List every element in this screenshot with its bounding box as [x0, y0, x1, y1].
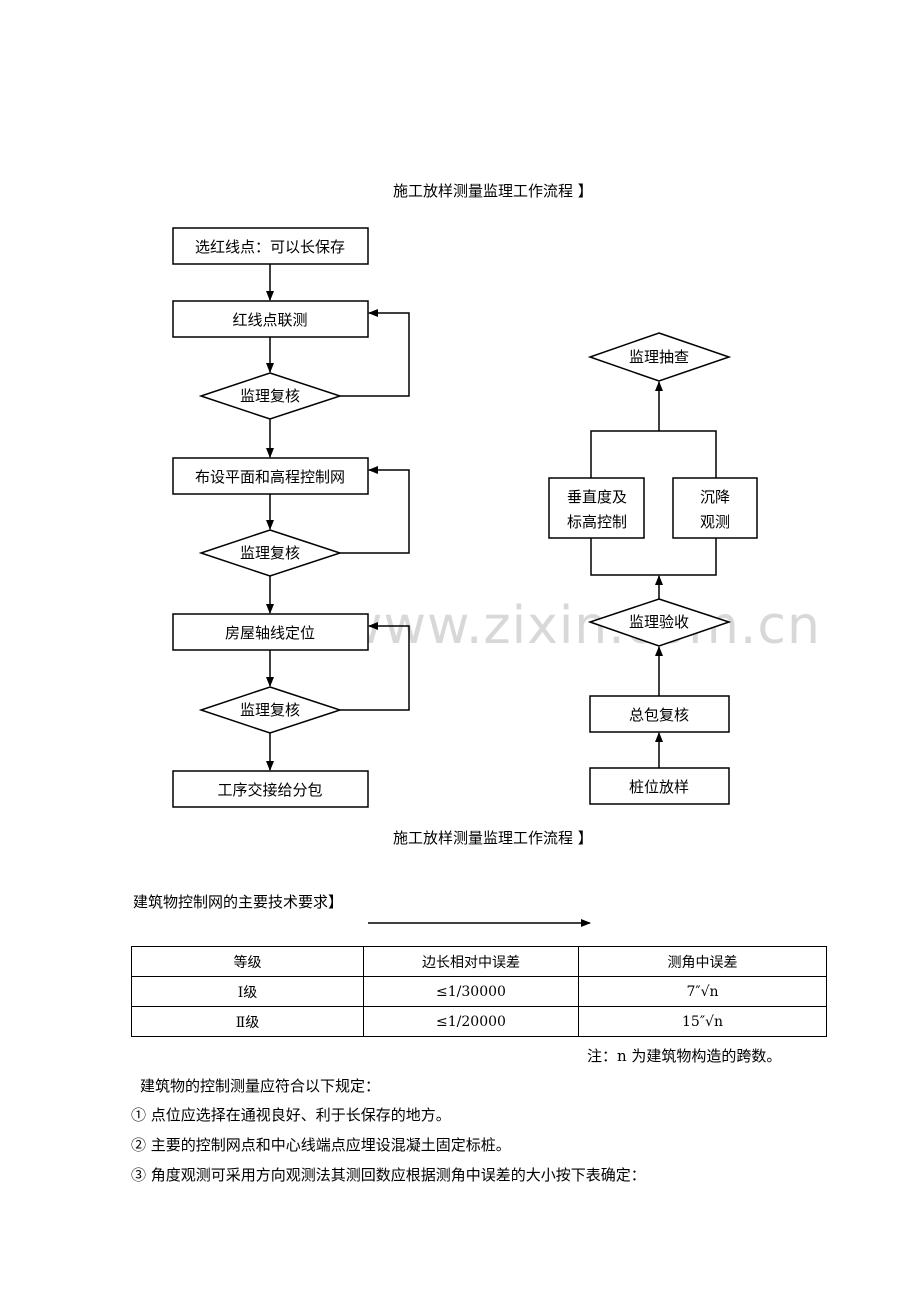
section-title: 建筑物控制网的主要技术要求】 — [133, 893, 344, 911]
section-arrow-layer — [368, 919, 591, 927]
table-cell: Ⅱ级 — [131, 1006, 364, 1037]
label-settlement-1: 沉降 — [700, 488, 730, 506]
label-review-1: 监理复核 — [240, 387, 300, 405]
rule-item-2: ② 主要的控制网点和中心线端点应埋设混凝土固定标桩。 — [131, 1136, 511, 1154]
table-header-row: 等级 边长相对中误差 测角中误差 — [131, 946, 827, 977]
table-cell: 7″√n — [578, 976, 827, 1007]
label-verticality-1: 垂直度及 — [567, 488, 627, 506]
label-red-line-survey: 红线点联测 — [232, 311, 307, 329]
label-pile-setout: 桩位放样 — [629, 778, 689, 796]
label-handover: 工序交接给分包 — [217, 781, 322, 799]
box-general-review — [589, 695, 730, 733]
box-red-line-survey — [172, 300, 369, 338]
box-select-red-line — [172, 227, 369, 265]
rule-item-3: ③ 角度观测可采用方向观测法其测回数应根据测角中误差的大小按下表确定： — [131, 1166, 646, 1184]
label-spot-check: 监理抽查 — [629, 348, 689, 366]
header-angle-error: 测角中误差 — [578, 946, 827, 977]
flowchart-title-bottom: 施工放样测量监理工作流程 】 — [393, 829, 593, 847]
label-general-review: 总包复核 — [629, 706, 689, 724]
label-axis-positioning: 房屋轴线定位 — [225, 624, 315, 642]
box-axis-positioning — [172, 613, 369, 651]
left-flow — [172, 227, 410, 808]
table-row: Ⅱ级 ≤1/20000 15″√n — [131, 1006, 827, 1037]
table-note: 注：n 为建筑物构造的跨数。 — [587, 1047, 782, 1065]
box-pile-setout — [589, 767, 730, 805]
flowchart-title-top: 施工放样测量监理工作流程 】 — [393, 182, 593, 200]
loop-2 — [340, 466, 410, 554]
table-cell: ≤1/20000 — [363, 1006, 579, 1037]
table-cell: Ⅰ级 — [131, 976, 364, 1007]
header-grade: 等级 — [131, 946, 364, 977]
box-control-network — [172, 457, 369, 495]
watermark: www.zixin.com.cn — [340, 596, 821, 656]
right-flow-labels: 监理抽查 垂直度及 标高控制 沉降 观测 监理验收 总包复核 桩位放样 — [567, 348, 730, 796]
label-verticality-2: 标高控制 — [567, 513, 627, 531]
label-review-3: 监理复核 — [240, 701, 300, 719]
box-settlement — [672, 477, 758, 539]
header-side-error: 边长相对中误差 — [363, 946, 579, 977]
spec-table: 等级 边长相对中误差 测角中误差 Ⅰ级 ≤1/30000 7″√n Ⅱ级 ≤1/… — [131, 946, 827, 1037]
label-review-2: 监理复核 — [240, 544, 300, 562]
right-flow — [548, 332, 758, 805]
flowchart: 选红线点：可以长保存 红线点联测 监理复核 布设平面和高程控制网 监理复核 房屋… — [172, 227, 758, 808]
loop-1 — [340, 309, 410, 397]
bottom-bracket — [590, 538, 717, 576]
rules-intro: 建筑物的控制测量应符合以下规定： — [140, 1077, 381, 1095]
label-settlement-2: 观测 — [700, 513, 730, 531]
loop-3 — [340, 622, 410, 711]
rule-item-1: ① 点位应选择在通视良好、利于长保存的地方。 — [131, 1106, 451, 1124]
box-handover — [172, 770, 369, 808]
label-select-red-line: 选红线点：可以长保存 — [195, 238, 345, 256]
top-bracket — [590, 430, 717, 478]
left-flow-labels: 选红线点：可以长保存 红线点联测 监理复核 布设平面和高程控制网 监理复核 房屋… — [195, 238, 345, 799]
table-row: Ⅰ级 ≤1/30000 7″√n — [131, 976, 827, 1007]
box-verticality — [548, 477, 645, 539]
label-control-network: 布设平面和高程控制网 — [195, 468, 345, 486]
table-cell: 15″√n — [578, 1006, 827, 1037]
table-cell: ≤1/30000 — [363, 976, 579, 1007]
label-acceptance: 监理验收 — [629, 613, 689, 631]
